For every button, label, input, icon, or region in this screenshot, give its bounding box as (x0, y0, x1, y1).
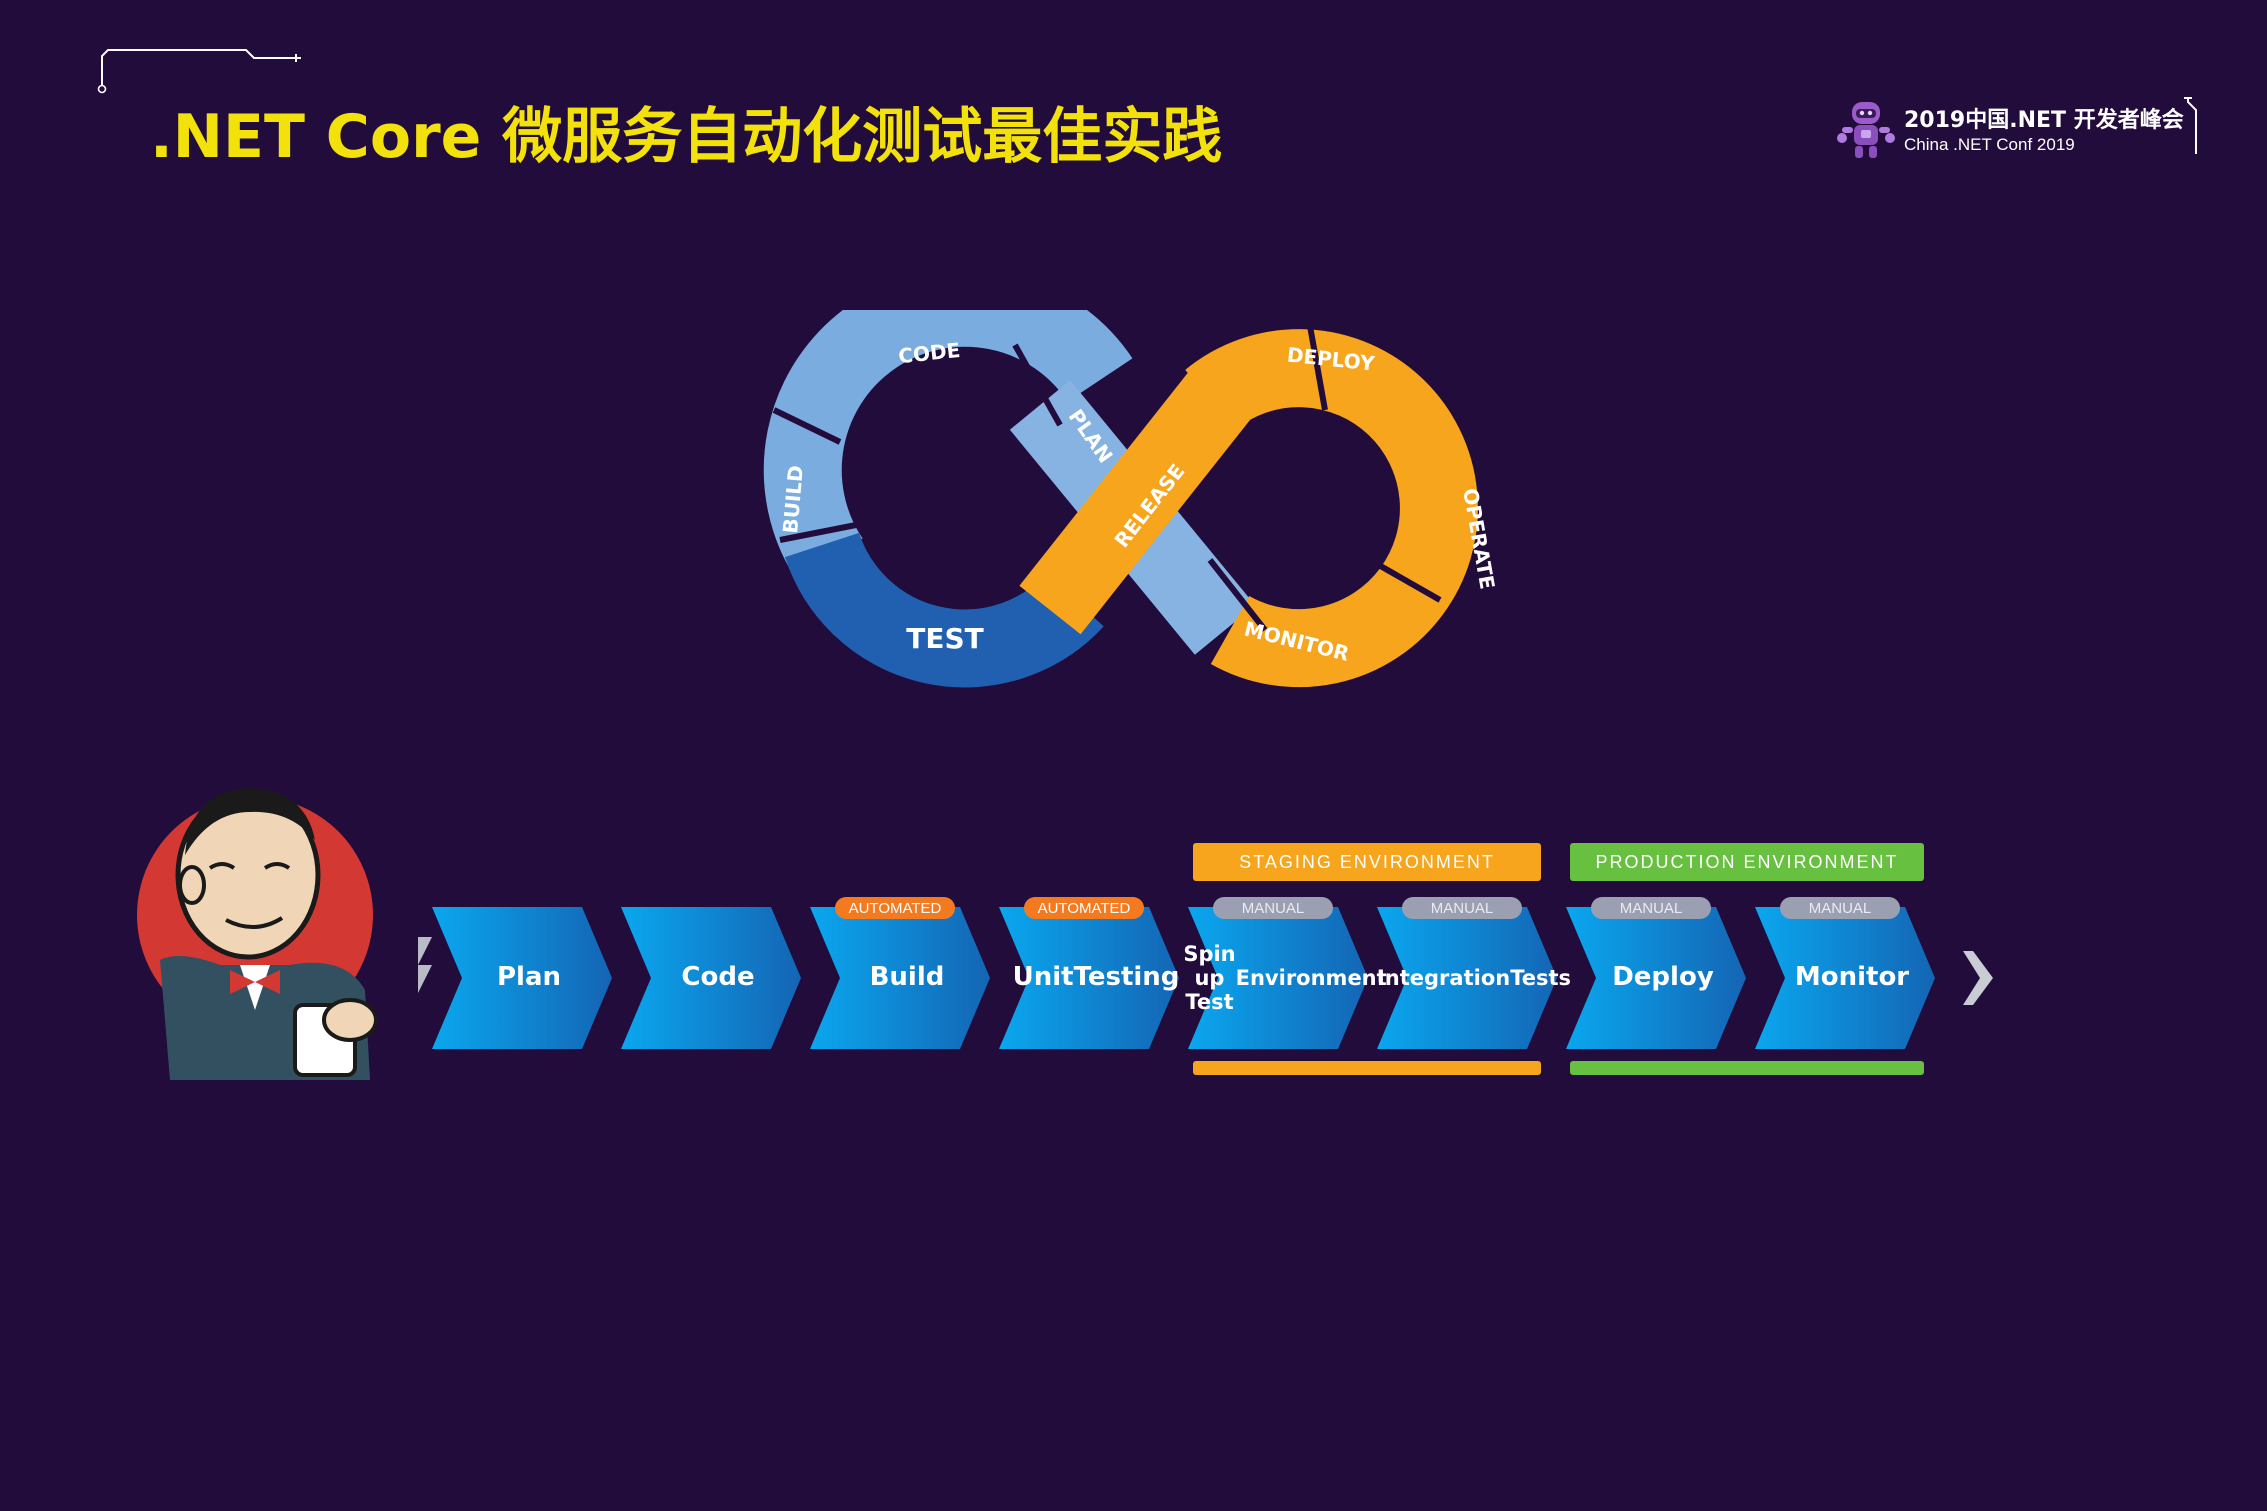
loop-label-test: TEST (906, 622, 984, 655)
staging-environment-bar (1193, 1061, 1541, 1075)
stage-tag-manual: MANUAL (1780, 897, 1900, 919)
page-title: .NET Core 微服务自动化测试最佳实践 (150, 102, 1223, 172)
staging-environment-label: STAGING ENVIRONMENT (1193, 843, 1541, 881)
loop-segment-code-build (763, 310, 1133, 582)
pipeline-arrows (418, 907, 1993, 1049)
pipeline-stage-arrow (1377, 907, 1557, 1049)
stage-tag-automated: AUTOMATED (1024, 897, 1144, 919)
pipeline-stage-arrow (621, 907, 801, 1049)
circuit-line-decoration (97, 49, 301, 94)
conference-logo: 2019中国.NET 开发者峰会 China .NET Conf 2019 (1836, 98, 2184, 164)
pipeline-stage-label: Deploy (1612, 962, 1714, 993)
production-environment-label: PRODUCTION ENVIRONMENT (1570, 843, 1924, 881)
conference-title: 2019中国.NET 开发者峰会 (1904, 108, 2184, 133)
loop-label-build: BUILD (778, 464, 808, 534)
pipeline-stage-label: Build (869, 962, 945, 993)
loop-segment-deploy-operate-monitor (1185, 329, 1478, 688)
stage-tag-manual: MANUAL (1402, 897, 1522, 919)
loop-label-code: CODE (897, 338, 961, 368)
pipeline-stage-label: Plan (496, 962, 562, 993)
pipeline-stage-label: Monitor (1794, 962, 1910, 993)
pipeline-stage-arrow (810, 907, 990, 1049)
corner-line-decoration (2184, 97, 2197, 154)
pipeline-stage-arrow (432, 907, 612, 1049)
pipeline-stage-arrow (1188, 907, 1368, 1049)
stage-tag-manual: MANUAL (1213, 897, 1333, 919)
conference-subtitle: China .NET Conf 2019 (1904, 135, 2075, 154)
production-environment-bar (1570, 1061, 1924, 1075)
loop-segment-release (1019, 370, 1251, 635)
stage-tag-manual: MANUAL (1591, 897, 1711, 919)
pipeline-stage-label: Code (681, 962, 755, 993)
stage-tag-automated: AUTOMATED (835, 897, 955, 919)
robot-mascot-icon (1837, 102, 1895, 158)
pipeline-stage-arrow (1755, 907, 1935, 1049)
jenkins-butler-logo-icon (137, 788, 378, 1080)
pipeline-stage-arrow (1566, 907, 1746, 1049)
devops-infinity-loop: CODE BUILD TEST PLAN RELEASE DEPLOY OPER… (763, 310, 1500, 688)
pipeline-stage-arrow (999, 907, 1179, 1049)
loop-segment-test (784, 531, 1104, 688)
cicd-pipeline: STAGING ENVIRONMENT PRODUCTION ENVIRONME… (418, 843, 1998, 1083)
